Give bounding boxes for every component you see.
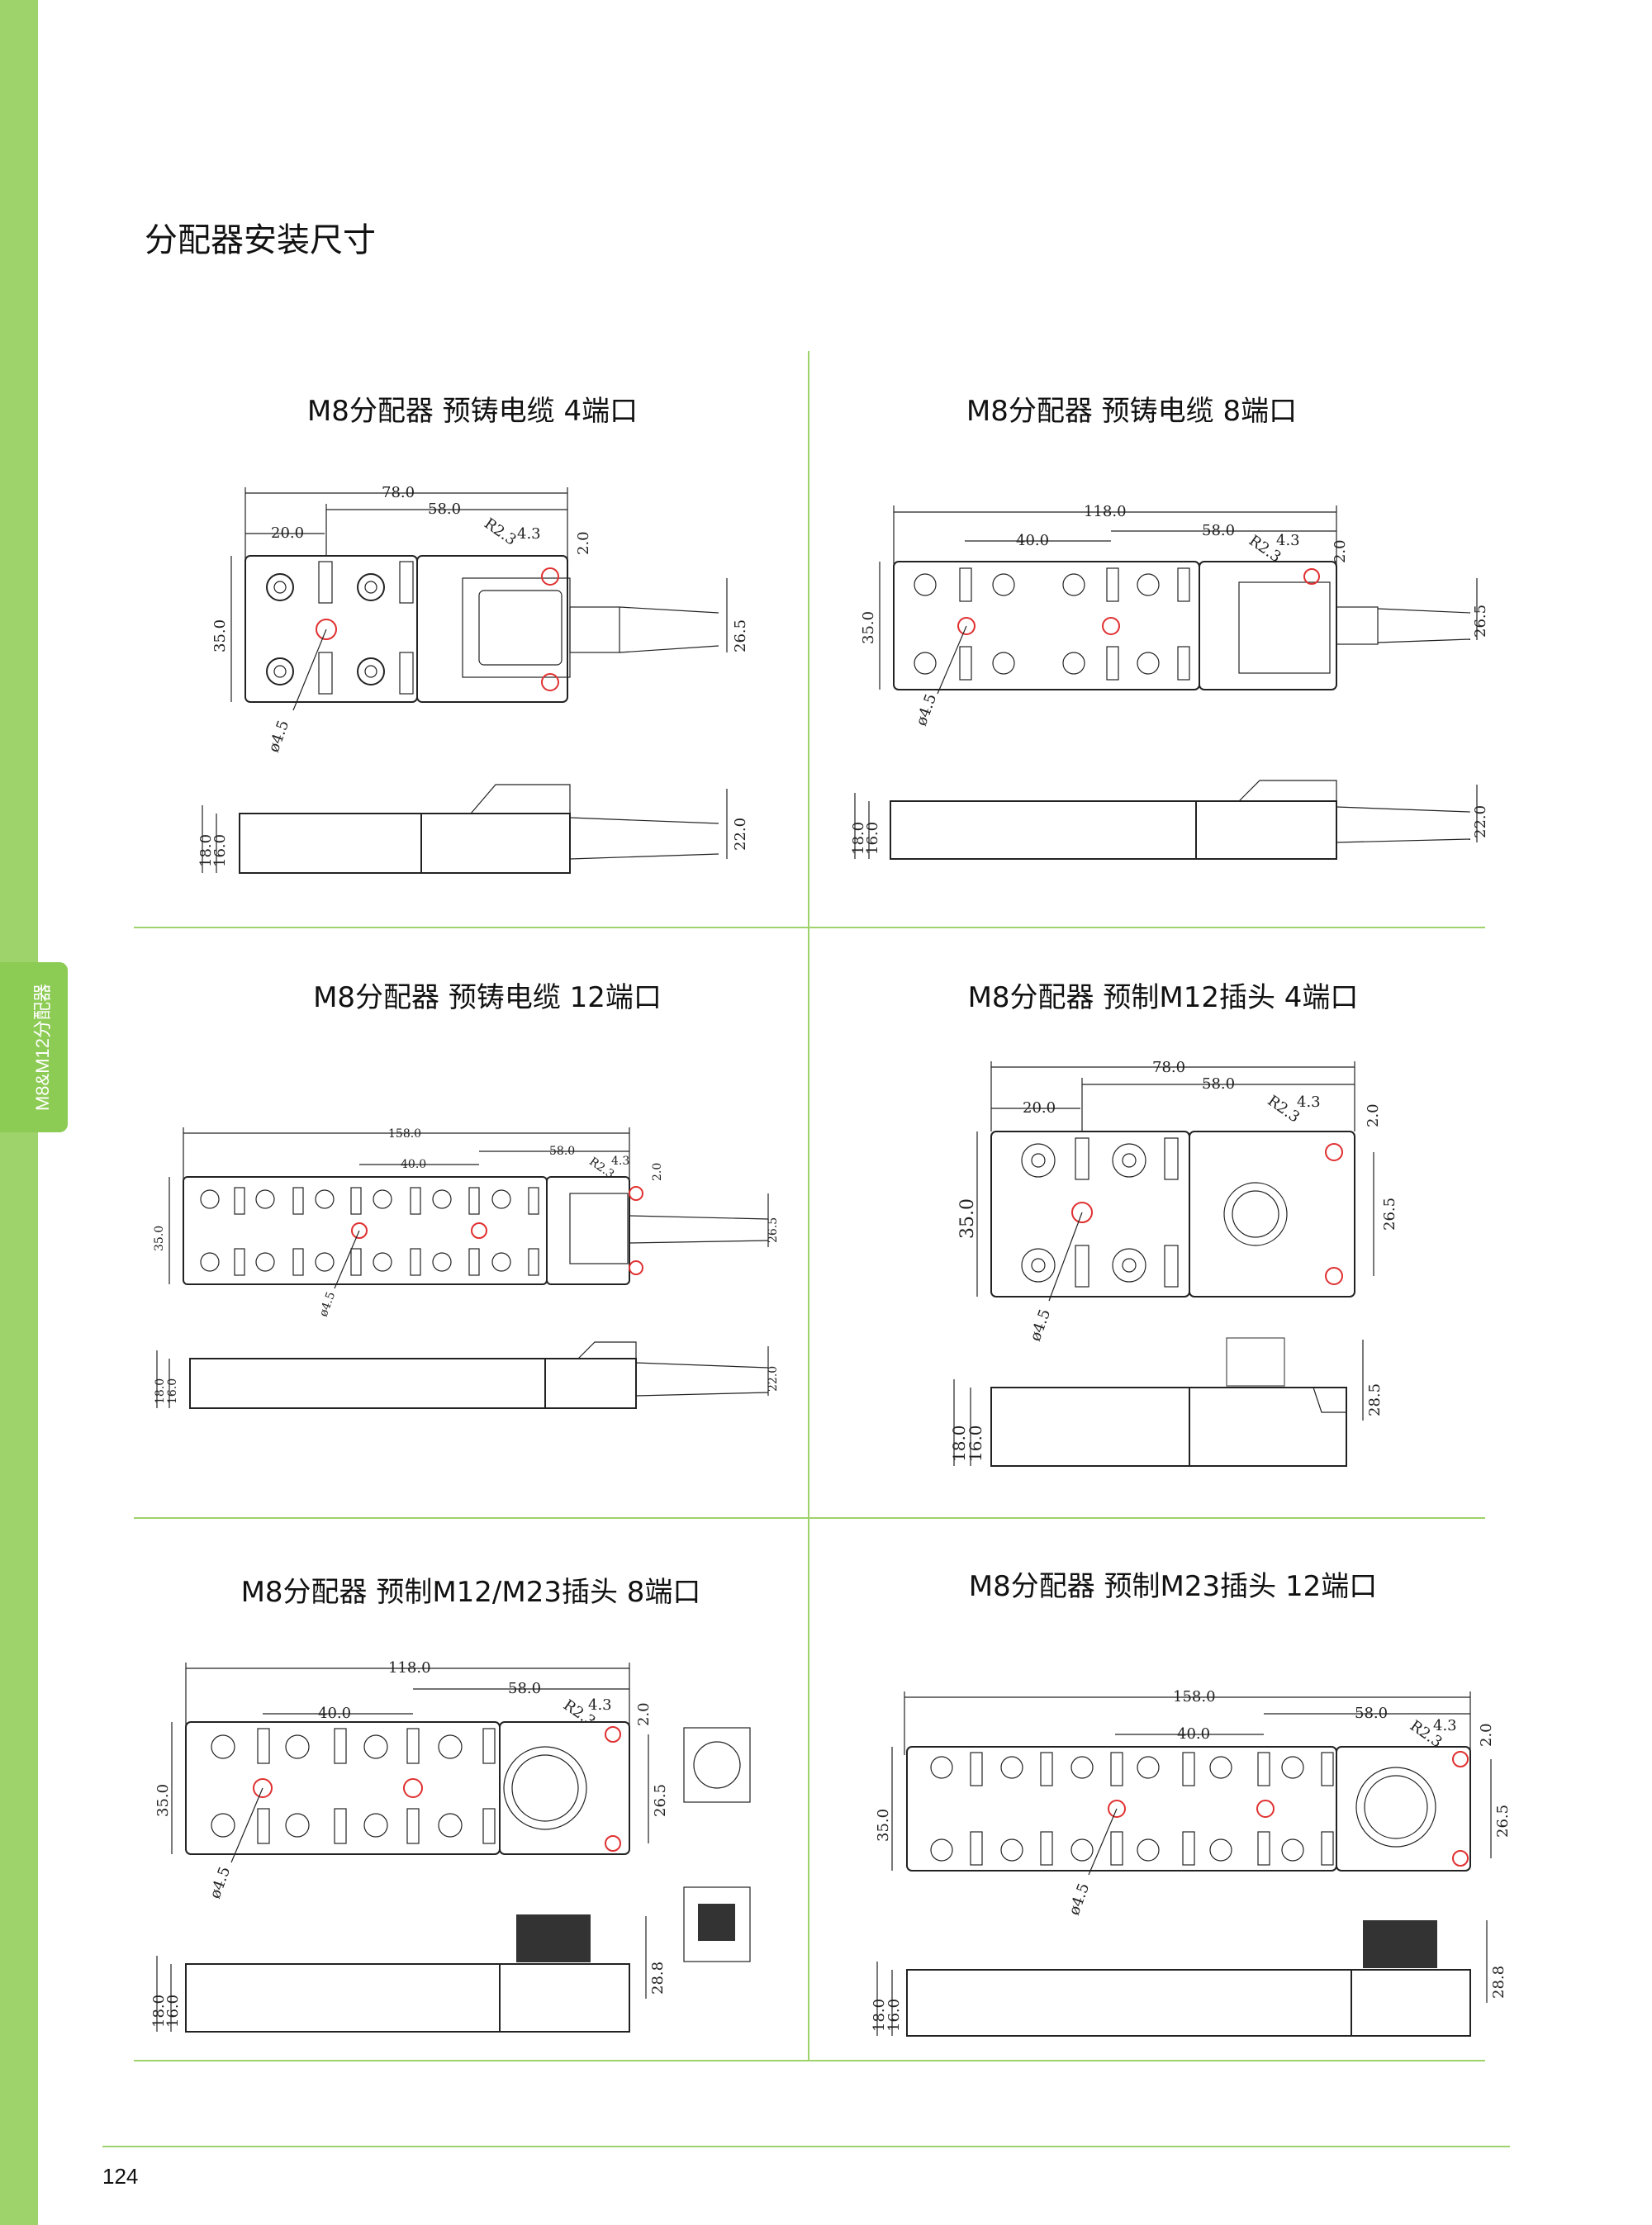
dim-side-h: 18.0 [949, 1425, 969, 1462]
dim-left: 20.0 [1023, 1099, 1056, 1117]
dim-side-plug: 28.8 [1490, 1966, 1507, 1999]
dim-hole: 4.3 [1276, 532, 1300, 549]
dim-pitch: 58.0 [549, 1145, 575, 1158]
dim-height: 35.0 [875, 1809, 892, 1842]
dim-side-h2: 16.0 [966, 1425, 985, 1462]
footer-rule [102, 2146, 1510, 2147]
dim-overall: 78.0 [1152, 1059, 1185, 1076]
dim-cable: 26.5 [1381, 1198, 1398, 1231]
dim-cable: 26.5 [732, 619, 749, 652]
panel-title: M8分配器 预制M12插头 4端口 [967, 981, 1359, 1014]
dim-cable: 26.5 [767, 1217, 780, 1243]
dim-left: 40.0 [318, 1705, 351, 1722]
dim-dia: ø4.5 [1066, 1881, 1093, 1917]
dim-left: 40.0 [401, 1158, 426, 1171]
drawing-8port-m23: 118.0 40.0 58.0 R2.3 4.3 2.0 35.0 26.5 ø… [150, 1659, 751, 2033]
dim-edge: 2.0 [1478, 1723, 1495, 1747]
dim-overall: 158.0 [388, 1127, 421, 1141]
dim-pitch: 58.0 [1202, 1075, 1235, 1093]
panel-divider-horizontal [134, 1517, 1485, 1519]
dim-overall: 78.0 [382, 484, 415, 501]
panel-divider-horizontal [134, 2060, 1485, 2061]
drawing-4port-m12: 78.0 58.0 20.0 R2.3 4.3 2.0 35.0 26.5 ø4… [949, 1059, 1398, 1467]
drawing-12port-m23: 158.0 40.0 58.0 R2.3 4.3 2.0 35.0 26.5 ø… [871, 1688, 1512, 2037]
panel-title: M8分配器 预铸电缆 4端口 [306, 395, 638, 428]
dim-hole: 4.3 [1297, 1094, 1321, 1111]
dim-side-h2: 16.0 [164, 1995, 182, 2028]
dim-pitch: 58.0 [1202, 522, 1235, 539]
panel-title: M8分配器 预制M12/M23插头 8端口 [240, 1576, 701, 1609]
dim-pitch: 58.0 [1355, 1705, 1388, 1722]
dim-dia: ø4.5 [1027, 1307, 1054, 1343]
dim-side-cable: 22.0 [732, 818, 749, 851]
dim-side-plug: 28.5 [1366, 1383, 1384, 1416]
dim-dia: ø4.5 [265, 718, 292, 754]
dim-side-h2: 16.0 [166, 1378, 179, 1404]
dim-hole: 4.3 [517, 525, 541, 543]
dim-side-h: 18.0 [197, 834, 215, 867]
dim-cable: 26.5 [1494, 1805, 1512, 1838]
dim-height: 35.0 [860, 611, 877, 644]
dim-side-h: 18.0 [154, 1378, 167, 1404]
dim-side-h2: 16.0 [864, 822, 881, 855]
dim-left: 40.0 [1177, 1725, 1210, 1743]
dim-cable: 26.5 [1472, 605, 1489, 638]
dim-side-plug: 28.8 [649, 1962, 667, 1995]
dim-radius: R2.3 [481, 515, 520, 548]
panel-divider-horizontal [134, 927, 1485, 928]
dim-height: 35.0 [957, 1198, 978, 1239]
drawing-8port-cable: 118.0 40.0 58.0 R2.3 4.3 2.0 35.0 26.5 ø… [850, 503, 1489, 860]
dim-hole: 4.3 [611, 1155, 629, 1168]
dim-side-cable: 22.0 [767, 1366, 780, 1392]
dim-dia: ø4.5 [317, 1290, 339, 1318]
dim-pitch: 58.0 [508, 1680, 541, 1697]
dim-height: 35.0 [211, 619, 229, 652]
drawing-4port-cable: 78.0 58.0 20.0 R2.3 4.3 2.0 35.0 26.5 ø4… [197, 484, 749, 874]
panel-divider-vertical [808, 351, 809, 2061]
dim-hole: 4.3 [588, 1696, 612, 1714]
dim-left: 40.0 [1016, 532, 1049, 549]
page-number: 124 [102, 2164, 139, 2189]
page-title: 分配器安装尺寸 [145, 221, 376, 259]
dim-overall: 118.0 [1084, 503, 1127, 520]
dim-side-h: 18.0 [850, 822, 867, 855]
dim-side-cable: 22.0 [1472, 805, 1489, 838]
dim-edge: 2.0 [651, 1163, 664, 1181]
dim-overall: 118.0 [388, 1659, 431, 1677]
dim-edge: 2.0 [575, 531, 592, 555]
dim-side-h2: 16.0 [885, 1999, 903, 2032]
dim-dia: ø4.5 [206, 1864, 234, 1900]
dim-left: 20.0 [271, 524, 304, 542]
dim-edge: 2.0 [635, 1702, 653, 1726]
dim-height: 35.0 [154, 1784, 172, 1817]
panel-title: M8分配器 预制M23插头 12端口 [968, 1570, 1378, 1603]
dim-hole: 4.3 [1433, 1717, 1457, 1734]
panel-title: M8分配器 预铸电缆 12端口 [313, 981, 662, 1014]
drawing-12port-cable: 158.0 40.0 58.0 R2.3 4.3 2.0 35.0 26.5 ø… [153, 1127, 780, 1409]
dim-side-h: 18.0 [871, 1999, 888, 2032]
dim-cable: 26.5 [652, 1784, 669, 1817]
panel-title: M8分配器 预铸电缆 8端口 [966, 395, 1298, 428]
dim-height: 35.0 [153, 1226, 166, 1251]
section-tab [0, 962, 68, 1132]
dim-edge: 2.0 [1332, 539, 1349, 563]
dim-edge: 2.0 [1365, 1103, 1382, 1127]
dim-side-h: 18.0 [150, 1995, 168, 2028]
dim-dia: ø4.5 [913, 691, 940, 728]
dim-side-h2: 16.0 [211, 834, 229, 867]
dim-overall: 158.0 [1173, 1688, 1216, 1706]
dim-pitch: 58.0 [428, 501, 461, 518]
